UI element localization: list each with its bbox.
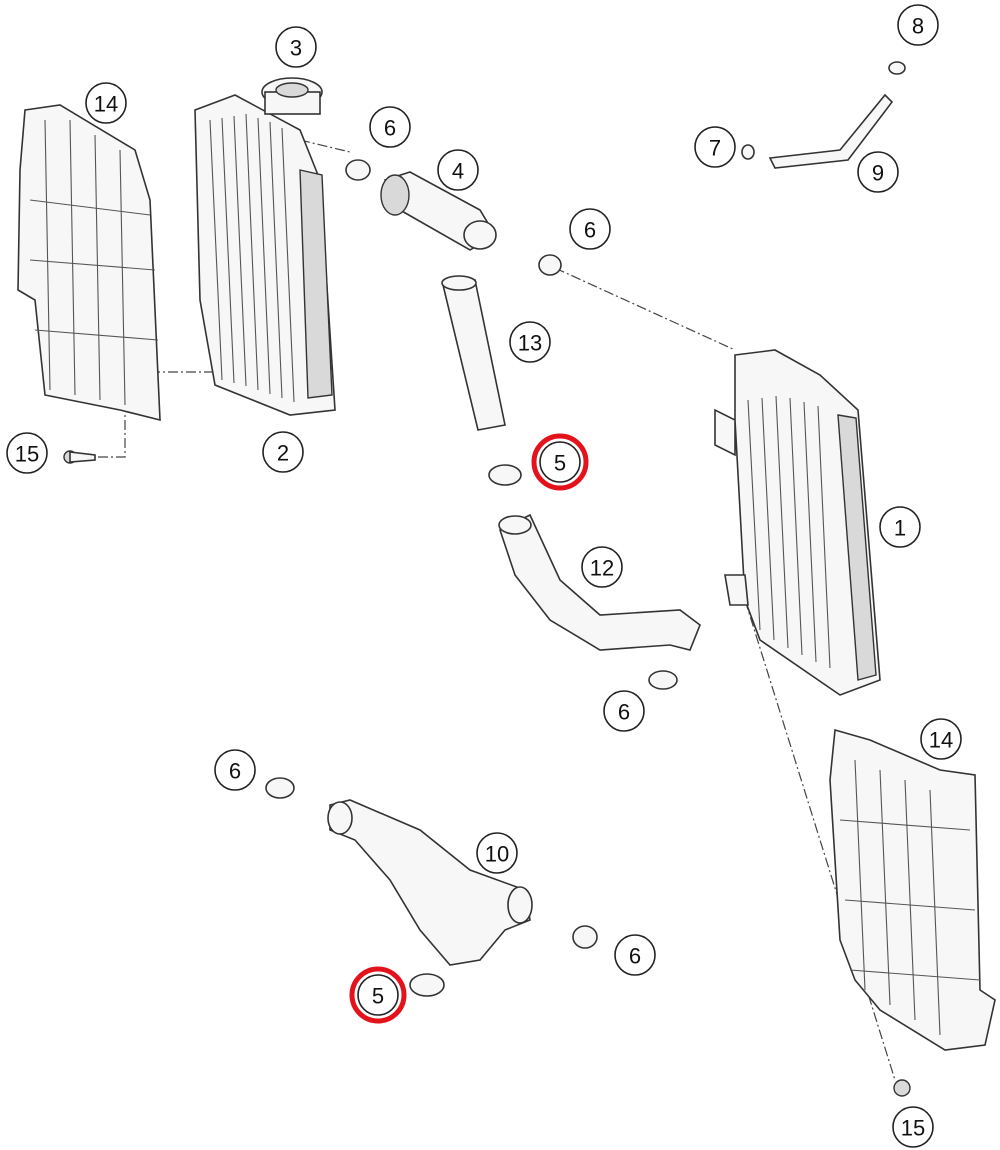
callout-circle [857, 151, 899, 193]
callout-label: 15 [15, 442, 39, 467]
callout-circle [437, 149, 479, 191]
callout-circle [892, 1106, 934, 1148]
callout-label: 1 [894, 516, 906, 541]
callout-label: 10 [485, 842, 509, 867]
callout-label: 6 [229, 759, 241, 784]
callout-label: 8 [912, 14, 924, 39]
highlight-ring [531, 433, 589, 491]
callout-c13: 13 [509, 321, 551, 363]
radiator-right [714, 349, 881, 696]
callout-circle [262, 431, 304, 473]
callout-circle [897, 4, 939, 46]
radiator-guard-left [17, 104, 161, 422]
callout-c5b: 5 [349, 966, 407, 1024]
callout-circle [879, 506, 921, 548]
callout-c6a: 6 [369, 106, 411, 148]
callout-c4: 4 [437, 149, 479, 191]
callout-circle [214, 749, 256, 791]
callout-label: 5 [372, 984, 384, 1009]
callout-label: 12 [590, 556, 614, 581]
callout-c6c: 6 [603, 690, 645, 732]
callout-c15a: 15 [6, 432, 48, 474]
callout-circle [569, 208, 611, 250]
callout-label: 9 [872, 161, 884, 186]
callout-c8: 8 [897, 4, 939, 46]
callout-circle [275, 26, 317, 68]
callout-circle [6, 432, 48, 474]
callout-label: 13 [518, 331, 542, 356]
callout-circle [85, 82, 127, 124]
callout-label: 4 [452, 159, 464, 184]
callout-c7: 7 [694, 126, 736, 168]
callout-circle [603, 690, 645, 732]
radiator-guard-right [829, 728, 996, 1051]
callout-label: 6 [384, 116, 396, 141]
callout-c6d: 6 [214, 749, 256, 791]
callout-c14b: 14 [920, 718, 962, 760]
small-hose [768, 93, 894, 169]
callout-c12: 12 [581, 546, 623, 588]
bolts [63, 450, 911, 1097]
callout-label: 3 [290, 36, 302, 61]
callout-c5a: 5 [531, 433, 589, 491]
callout-label: 14 [929, 728, 953, 753]
radiator-cap [261, 77, 323, 115]
curved-hose [498, 513, 701, 651]
straight-hose [441, 275, 506, 431]
hose-connector [380, 171, 497, 251]
callout-label: 7 [709, 136, 721, 161]
callout-label: 15 [901, 1116, 925, 1141]
callout-c2: 2 [262, 431, 304, 473]
callout-c10: 10 [476, 832, 518, 874]
callout-circle [614, 934, 656, 976]
radiator-left [194, 94, 336, 416]
callout-circle [509, 321, 551, 363]
callout-circle [694, 126, 736, 168]
callout-c9: 9 [857, 151, 899, 193]
callout-circle [581, 546, 623, 588]
lower-hose [327, 799, 533, 966]
callout-c6e: 6 [614, 934, 656, 976]
callout-c1: 1 [879, 506, 921, 548]
callout-c14a: 14 [85, 82, 127, 124]
callout-c3: 3 [275, 26, 317, 68]
callout-label: 5 [554, 451, 566, 476]
callout-c6b: 6 [569, 208, 611, 250]
callout-c15b: 15 [892, 1106, 934, 1148]
callout-circle [369, 106, 411, 148]
hose-clamps [265, 159, 678, 997]
highlight-ring [349, 966, 407, 1024]
callout-label: 14 [94, 92, 118, 117]
small-clamps [741, 61, 906, 160]
callout-circle [539, 441, 581, 483]
callout-label: 6 [584, 218, 596, 243]
callout-label: 2 [277, 441, 289, 466]
callout-label: 6 [629, 944, 641, 969]
callout-circle [476, 832, 518, 874]
callout-circle [920, 718, 962, 760]
callout-circle [357, 974, 399, 1016]
callout-label: 6 [618, 700, 630, 725]
